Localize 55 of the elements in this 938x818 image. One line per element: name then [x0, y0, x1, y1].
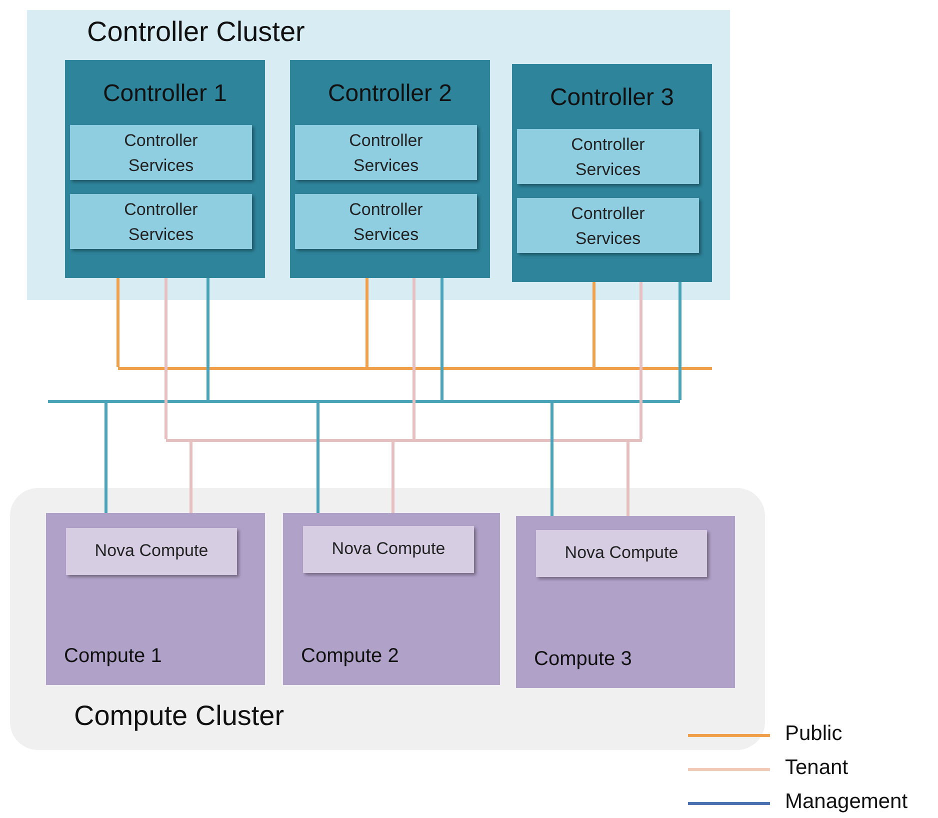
compute-label: Compute 2: [301, 645, 399, 668]
network-link: [412, 278, 416, 439]
network-link: [164, 278, 168, 439]
service-label: Nova Compute: [564, 543, 680, 563]
service-label: Controller Services: [348, 130, 424, 177]
network-bus-line: [48, 400, 680, 403]
network-link: [366, 278, 368, 367]
compute-cluster-panel: [10, 488, 765, 750]
legend-label: Tenant: [785, 756, 848, 780]
service-label: Controller Services: [123, 199, 199, 246]
service-box: [303, 526, 474, 573]
network-bus-line: [166, 439, 642, 442]
compute-box: [516, 516, 735, 688]
cluster-title: Compute Cluster: [74, 700, 284, 732]
service-box: [517, 129, 699, 184]
compute-box: [46, 513, 265, 685]
network-link: [640, 282, 642, 439]
network-link: [440, 278, 444, 400]
legend-label: Public: [785, 722, 842, 746]
service-label: Controller Services: [570, 134, 646, 181]
service-label: Controller Services: [348, 199, 424, 246]
service-box: [70, 194, 252, 249]
cluster-title: Controller Cluster: [87, 16, 305, 48]
service-label: Controller Services: [123, 130, 199, 177]
controller-title: Controller 2: [326, 80, 454, 108]
controller-box: [290, 60, 490, 278]
network-link: [592, 282, 596, 367]
service-box: [295, 194, 477, 249]
controller-title: Controller 1: [102, 80, 228, 108]
network-link: [626, 442, 630, 516]
service-label: Controller Services: [570, 203, 646, 250]
network-link: [206, 278, 210, 400]
service-box: [536, 530, 707, 577]
network-link: [116, 278, 120, 367]
service-label: Nova Compute: [94, 541, 210, 561]
service-box: [70, 125, 252, 180]
service-label: Nova Compute: [330, 539, 446, 559]
network-link: [678, 282, 682, 400]
service-box: [517, 198, 699, 253]
network-link: [392, 442, 394, 513]
compute-label: Compute 1: [64, 645, 162, 668]
controller-cluster-panel: [27, 10, 730, 300]
controller-title: Controller 3: [548, 84, 676, 112]
service-box: [66, 528, 237, 575]
compute-box: [283, 513, 500, 685]
network-bus-line: [118, 367, 712, 370]
network-link: [104, 403, 108, 513]
network-link: [316, 403, 320, 513]
service-box: [295, 125, 477, 180]
compute-label: Compute 3: [534, 648, 632, 671]
network-link: [550, 403, 554, 516]
legend-label: Management: [785, 790, 908, 814]
controller-box: [65, 60, 265, 278]
network-link: [190, 442, 192, 513]
controller-box: [512, 64, 712, 282]
